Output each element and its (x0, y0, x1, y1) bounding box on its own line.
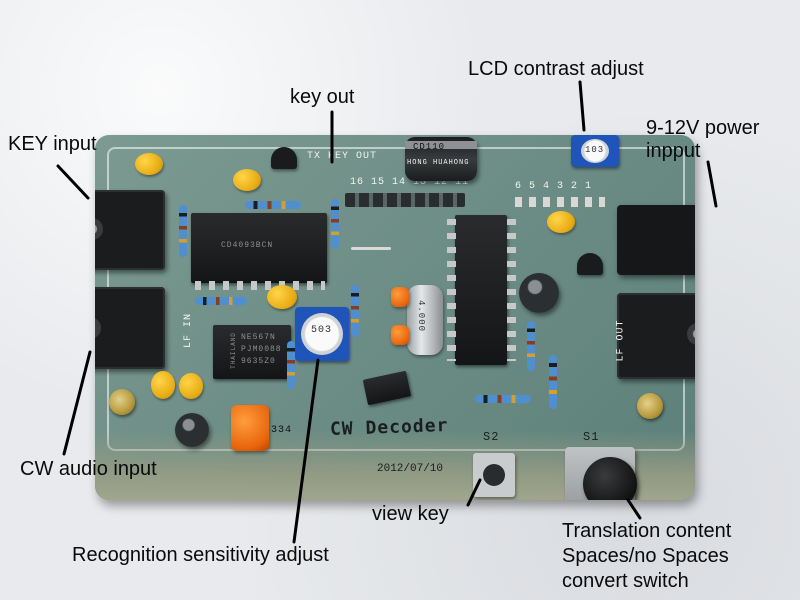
resistor-3 (245, 201, 301, 209)
cw-audio-input-jack[interactable] (95, 287, 165, 369)
capacitor-yellow-3 (267, 285, 297, 309)
spaces-convert-switch[interactable] (565, 447, 637, 500)
ic-microcontroller-pins-right (507, 219, 516, 361)
resistor-8 (527, 321, 535, 371)
label-power-line2: inpput (646, 140, 701, 162)
resistor-7 (287, 341, 295, 389)
transistor-2 (577, 253, 603, 275)
electrolytic-capacitor-2 (175, 413, 209, 447)
resistor-1 (195, 297, 247, 305)
mounting-screw-left (109, 389, 135, 415)
electrolytic-capacitor-1 (519, 273, 559, 313)
label-translation-line3: convert switch (562, 570, 689, 592)
capacitor-orange-2 (391, 325, 409, 345)
capacitor-yellow-4 (151, 371, 175, 399)
lcd-header-left (345, 193, 465, 207)
label-key-out: key out (290, 86, 355, 108)
dc-power-jack[interactable] (617, 205, 695, 275)
resistor-5 (331, 199, 339, 249)
label-translation-line1: Translation content (562, 520, 732, 542)
crystal-oscillator: 4.000 (407, 285, 443, 355)
resistor-2 (475, 395, 531, 403)
ic-cd4093-pins (195, 281, 325, 290)
lcd-contrast-trimmer[interactable]: 103 (571, 135, 619, 167)
lf-out-jack[interactable] (617, 293, 695, 379)
capacitor-yellow-6 (547, 211, 575, 233)
s1-label: S1 (583, 430, 600, 444)
label-view-key: view key (372, 503, 449, 525)
header-numbers-right: 6 5 4 3 2 1 (515, 181, 593, 192)
capacitor-yellow-1 (135, 153, 163, 175)
tx-key-out-label: TX KEY OUT (307, 151, 378, 162)
jumper-wire-1 (351, 247, 391, 250)
label-power-line1: 9-12V power (646, 117, 760, 139)
label-cw-audio: CW audio input (20, 458, 157, 480)
electrolytic-capacitor-top: CD110 HONG HUAHONG (405, 137, 477, 181)
capacitor-orange-1 (391, 287, 409, 307)
board-title: CW Decoder (329, 414, 449, 441)
resistor-9 (549, 355, 557, 409)
pcb-board: 16 15 14 13 12 11 6 5 4 3 2 1 TX KEY OUT… (95, 135, 695, 500)
label-key-input: KEY input (8, 133, 97, 155)
label-translation-line2: Spaces/no Spaces (562, 545, 729, 567)
ic-microcontroller (455, 215, 507, 365)
header-numbers-left: 16 15 14 13 12 11 (350, 177, 470, 188)
ic-cd4093: CD4093BCN (191, 213, 327, 283)
mounting-screw-right (637, 393, 663, 419)
lf-out-label: LF OUT (615, 319, 627, 362)
label-recognition: Recognition sensitivity adjust (72, 544, 329, 566)
capacitor-yellow-5 (179, 373, 203, 399)
ic-microcontroller-pins-left (447, 219, 456, 361)
lcd-header-right (515, 197, 605, 207)
resistor-4 (179, 205, 187, 257)
capacitor-yellow-2 (233, 169, 261, 191)
key-input-jack[interactable] (95, 190, 165, 270)
recognition-sensitivity-trimmer[interactable]: 503 (295, 307, 349, 361)
lf-in-label: LF IN (183, 312, 195, 349)
view-key-button[interactable] (473, 453, 515, 497)
ic-ne567: NE567N PJM0088 9635Z0 THAILAND (213, 325, 291, 379)
s2-label: S2 (483, 430, 500, 444)
board-date: 2012/07/10 (377, 463, 444, 475)
capacitor-orange-large: 334 (231, 405, 291, 451)
label-lcd-contrast: LCD contrast adjust (468, 58, 644, 80)
transistor-1 (271, 147, 297, 169)
resistor-6 (351, 285, 359, 337)
